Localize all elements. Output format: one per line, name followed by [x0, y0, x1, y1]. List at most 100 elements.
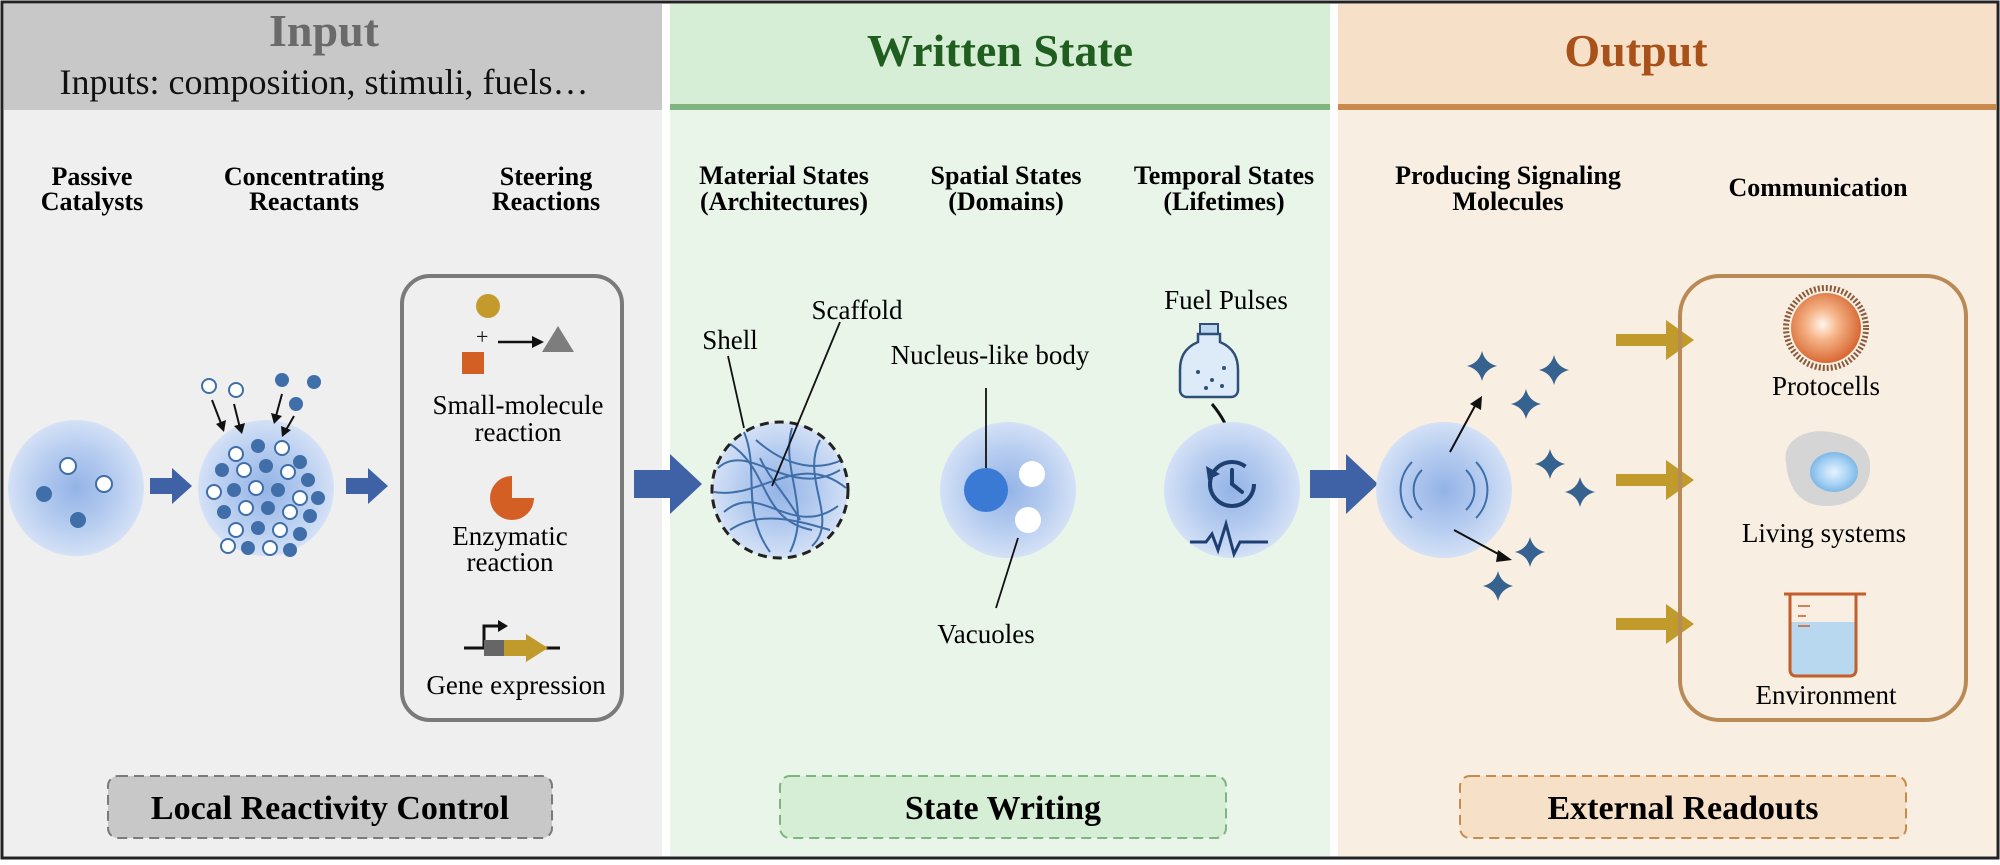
reactant-molecule — [293, 527, 307, 541]
reactant-molecule — [283, 543, 297, 557]
right-arrow-icon — [1616, 320, 1694, 360]
output-title: Output — [1564, 25, 1708, 76]
clock-icon — [1206, 460, 1256, 508]
signal-star-icon — [1565, 477, 1595, 507]
panel-written-header — [670, 4, 1330, 104]
emission-arrow — [1449, 403, 1477, 453]
nucleus-label: Nucleus-like body — [891, 340, 1090, 370]
reactant-molecule — [262, 540, 278, 556]
small-molecule-line2: reaction — [475, 417, 562, 447]
reactant-molecule — [236, 462, 252, 478]
fuel-pulses-label: Fuel Pulses — [1164, 285, 1288, 315]
reactant-molecule — [282, 504, 298, 520]
footer-external-readouts-label: External Readouts — [1547, 790, 1818, 827]
emission-arrow — [1453, 529, 1503, 557]
influx-arrowhead — [281, 426, 291, 437]
signal-star-icon — [1467, 351, 1497, 381]
emission-arrowhead — [1470, 396, 1482, 410]
right-arrow-icon — [1616, 604, 1694, 644]
reactant-molecule — [220, 538, 236, 554]
reactant-molecule — [248, 480, 264, 496]
reactant-molecule — [293, 455, 307, 469]
reaction-box: + Small-molecule reaction Enzymatic reac… — [400, 274, 624, 722]
reactant-molecule — [206, 484, 222, 500]
shell-label: Shell — [702, 325, 758, 355]
incoming-molecule — [289, 397, 303, 411]
reactant-cluster — [206, 439, 325, 557]
shell-leader-line — [727, 355, 745, 429]
reactant-molecule — [238, 500, 254, 516]
communication-box: Protocells Living systems Environment — [1678, 274, 1968, 722]
panel-output-header-rule — [1338, 104, 1996, 110]
right-arrow-icon — [1310, 454, 1378, 514]
influx-arrow — [211, 399, 223, 427]
signaling-droplet — [1376, 396, 1512, 562]
col-steering-line1: Steering — [500, 162, 592, 191]
gene-expression-label: Gene expression — [426, 670, 606, 700]
signal-stars — [1467, 351, 1595, 601]
col-communication: Communication — [1728, 173, 1908, 202]
influx-arrowhead — [216, 420, 226, 432]
beaker-icon — [1784, 592, 1866, 678]
panel-output-header — [1338, 4, 1996, 104]
pulse-wave — [1190, 518, 1268, 559]
emission-arrowhead — [1496, 550, 1512, 562]
incoming-molecule — [201, 378, 217, 394]
nucleus-body — [964, 468, 1008, 512]
scaffold-leader-line — [771, 321, 841, 487]
reactant-circle-icon — [476, 294, 500, 318]
right-arrow-icon — [634, 454, 702, 514]
incoming-molecule — [228, 382, 244, 398]
right-arrow-icon — [150, 468, 192, 504]
gene-promoter-icon — [464, 620, 560, 662]
catalyst-molecule — [59, 457, 77, 475]
col-passive-line1: Passive — [52, 162, 133, 191]
reactant-molecule — [241, 541, 255, 555]
spatial-state-droplet — [940, 388, 1076, 609]
influx-arrowhead — [271, 413, 282, 424]
col-concentrating-line2: Reactants — [249, 187, 359, 216]
reactant-molecule — [274, 440, 290, 456]
reactant-molecule — [292, 490, 308, 506]
vacuole — [1019, 461, 1045, 487]
col-passive-line2: Catalysts — [41, 187, 144, 216]
reactant-molecule — [251, 439, 265, 453]
reactant-molecule — [251, 521, 265, 535]
reactant-molecule — [261, 501, 275, 515]
influx-arrow — [285, 415, 295, 431]
reactant-molecule — [272, 522, 288, 538]
input-title: Input — [269, 5, 380, 56]
enzymatic-line2: reaction — [467, 547, 554, 577]
panel-input-header — [4, 4, 662, 110]
footer-external-readouts: External Readouts — [1459, 775, 1907, 839]
reactant-molecule — [311, 491, 325, 505]
signal-star-icon — [1539, 355, 1569, 385]
vacuoles-label: Vacuoles — [937, 619, 1034, 649]
scaffold-label: Scaffold — [812, 295, 903, 325]
product-triangle-icon — [542, 326, 574, 352]
reactant-square-icon — [462, 352, 484, 374]
concentrating-droplet — [198, 373, 334, 557]
reactant-molecule — [227, 483, 241, 497]
col-temporal-line1: Temporal States — [1134, 161, 1314, 190]
col-producing-line1: Producing Signaling — [1395, 161, 1621, 190]
signal-waves — [1399, 461, 1489, 519]
influx-arrowhead — [234, 423, 245, 434]
living-cell-icon — [1785, 431, 1871, 506]
footer-state-writing: State Writing — [779, 775, 1227, 839]
enzymatic-line1: Enzymatic — [452, 521, 567, 551]
incoming-molecule — [275, 373, 289, 387]
reactant-molecule — [217, 505, 231, 519]
col-material-line1: Material States — [699, 161, 869, 190]
footer-state-writing-label: State Writing — [905, 790, 1101, 827]
panel-written-header-rule — [670, 104, 1330, 110]
environment-label: Environment — [1756, 680, 1897, 710]
footer-local-reactivity: Local Reactivity Control — [107, 775, 553, 839]
reactant-molecule — [301, 473, 315, 487]
footer-local-reactivity-label: Local Reactivity Control — [151, 790, 509, 827]
fuel-bottle-icon — [1178, 323, 1240, 399]
vacuole — [1015, 507, 1041, 533]
signal-star-icon — [1515, 537, 1545, 567]
